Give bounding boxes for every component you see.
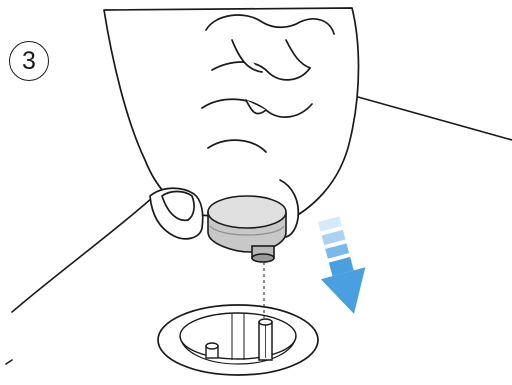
center-pin	[259, 319, 272, 360]
socket-holder	[158, 305, 318, 375]
down-arrow-icon	[306, 213, 376, 320]
step-number: 3	[22, 49, 36, 74]
cap	[208, 196, 286, 262]
step-badge: 3	[9, 41, 49, 81]
side-pin	[206, 343, 218, 358]
